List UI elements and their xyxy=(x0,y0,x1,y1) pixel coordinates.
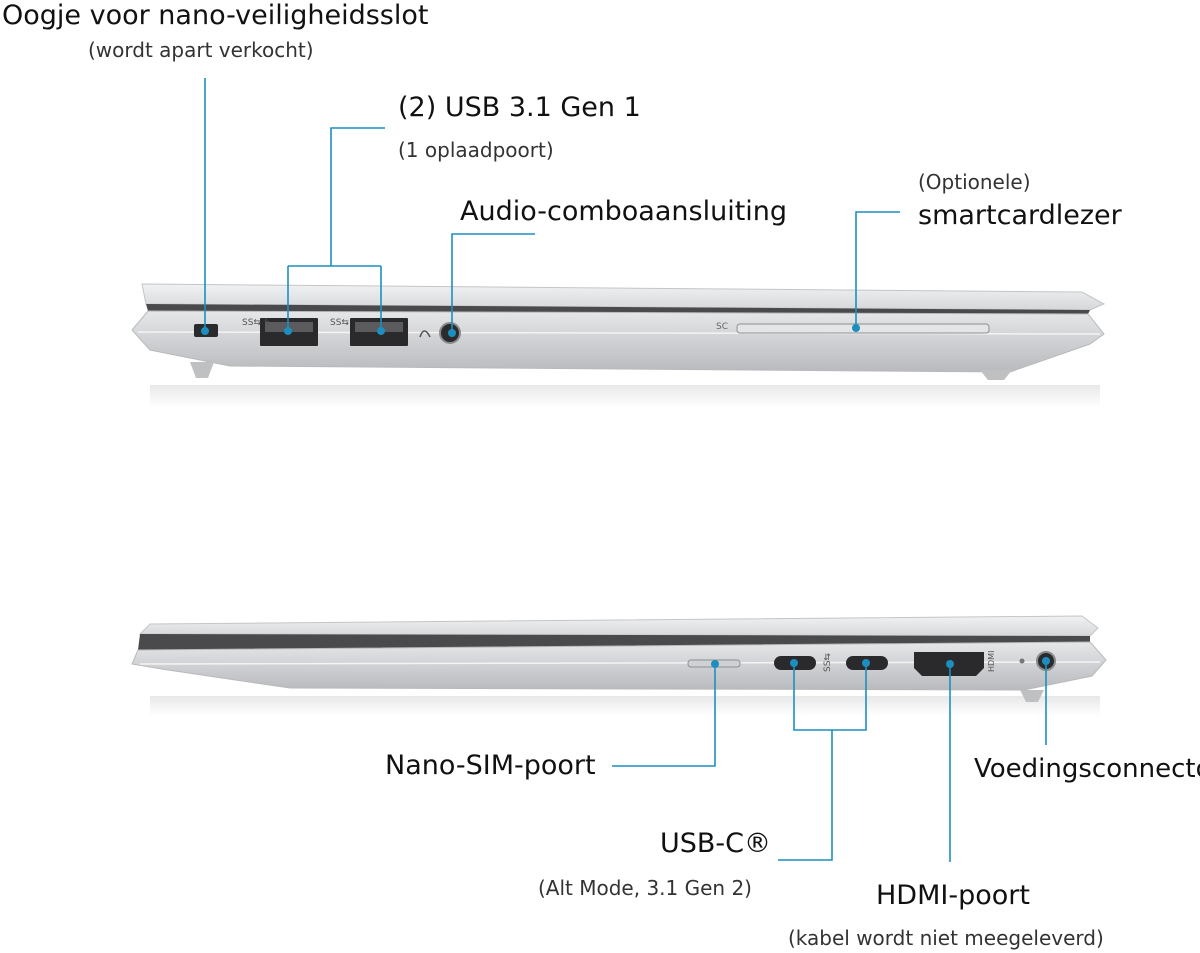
callout-dots-right xyxy=(711,657,1050,668)
hdmi-mark: HDMI xyxy=(987,650,996,672)
usbc-subtitle: (Alt Mode, 3.1 Gen 2) xyxy=(538,876,752,900)
callout-dots-left xyxy=(201,324,860,337)
smartcard-title: smartcardlezer xyxy=(918,200,1122,231)
power-title: Voedingsconnector xyxy=(974,754,1200,784)
laptop-right-side xyxy=(131,615,1107,716)
smartcard-slot xyxy=(736,323,990,334)
hdmi-title: HDMI-poort xyxy=(876,880,1030,911)
usbc-title: USB-C® xyxy=(660,828,772,859)
headset-icon xyxy=(419,330,431,338)
power-led xyxy=(1019,658,1025,664)
callouts-right xyxy=(612,661,1047,862)
lock-title: Oogje voor nano-veiligheidsslot xyxy=(2,0,429,31)
callouts-left xyxy=(204,78,900,333)
usb-ss-mark-1: SS⇆ ϟ xyxy=(242,318,270,328)
audio-title: Audio-comboaansluiting xyxy=(460,196,788,227)
usb-ss-mark-2: SS⇆ xyxy=(330,318,349,328)
sim-title: Nano-SIM-poort xyxy=(385,750,596,781)
usbc-ss-mark: SS⇆ xyxy=(823,653,833,672)
smartcard-mark: SC xyxy=(716,322,728,332)
lock-subtitle: (wordt apart verkocht) xyxy=(88,38,314,62)
usb-title: (2) USB 3.1 Gen 1 xyxy=(398,92,641,123)
smartcard-subtitle: (Optionele) xyxy=(918,170,1031,194)
usb-subtitle: (1 oplaadpoort) xyxy=(398,138,554,162)
hdmi-subtitle: (kabel wordt niet meegeleverd) xyxy=(788,926,1104,950)
